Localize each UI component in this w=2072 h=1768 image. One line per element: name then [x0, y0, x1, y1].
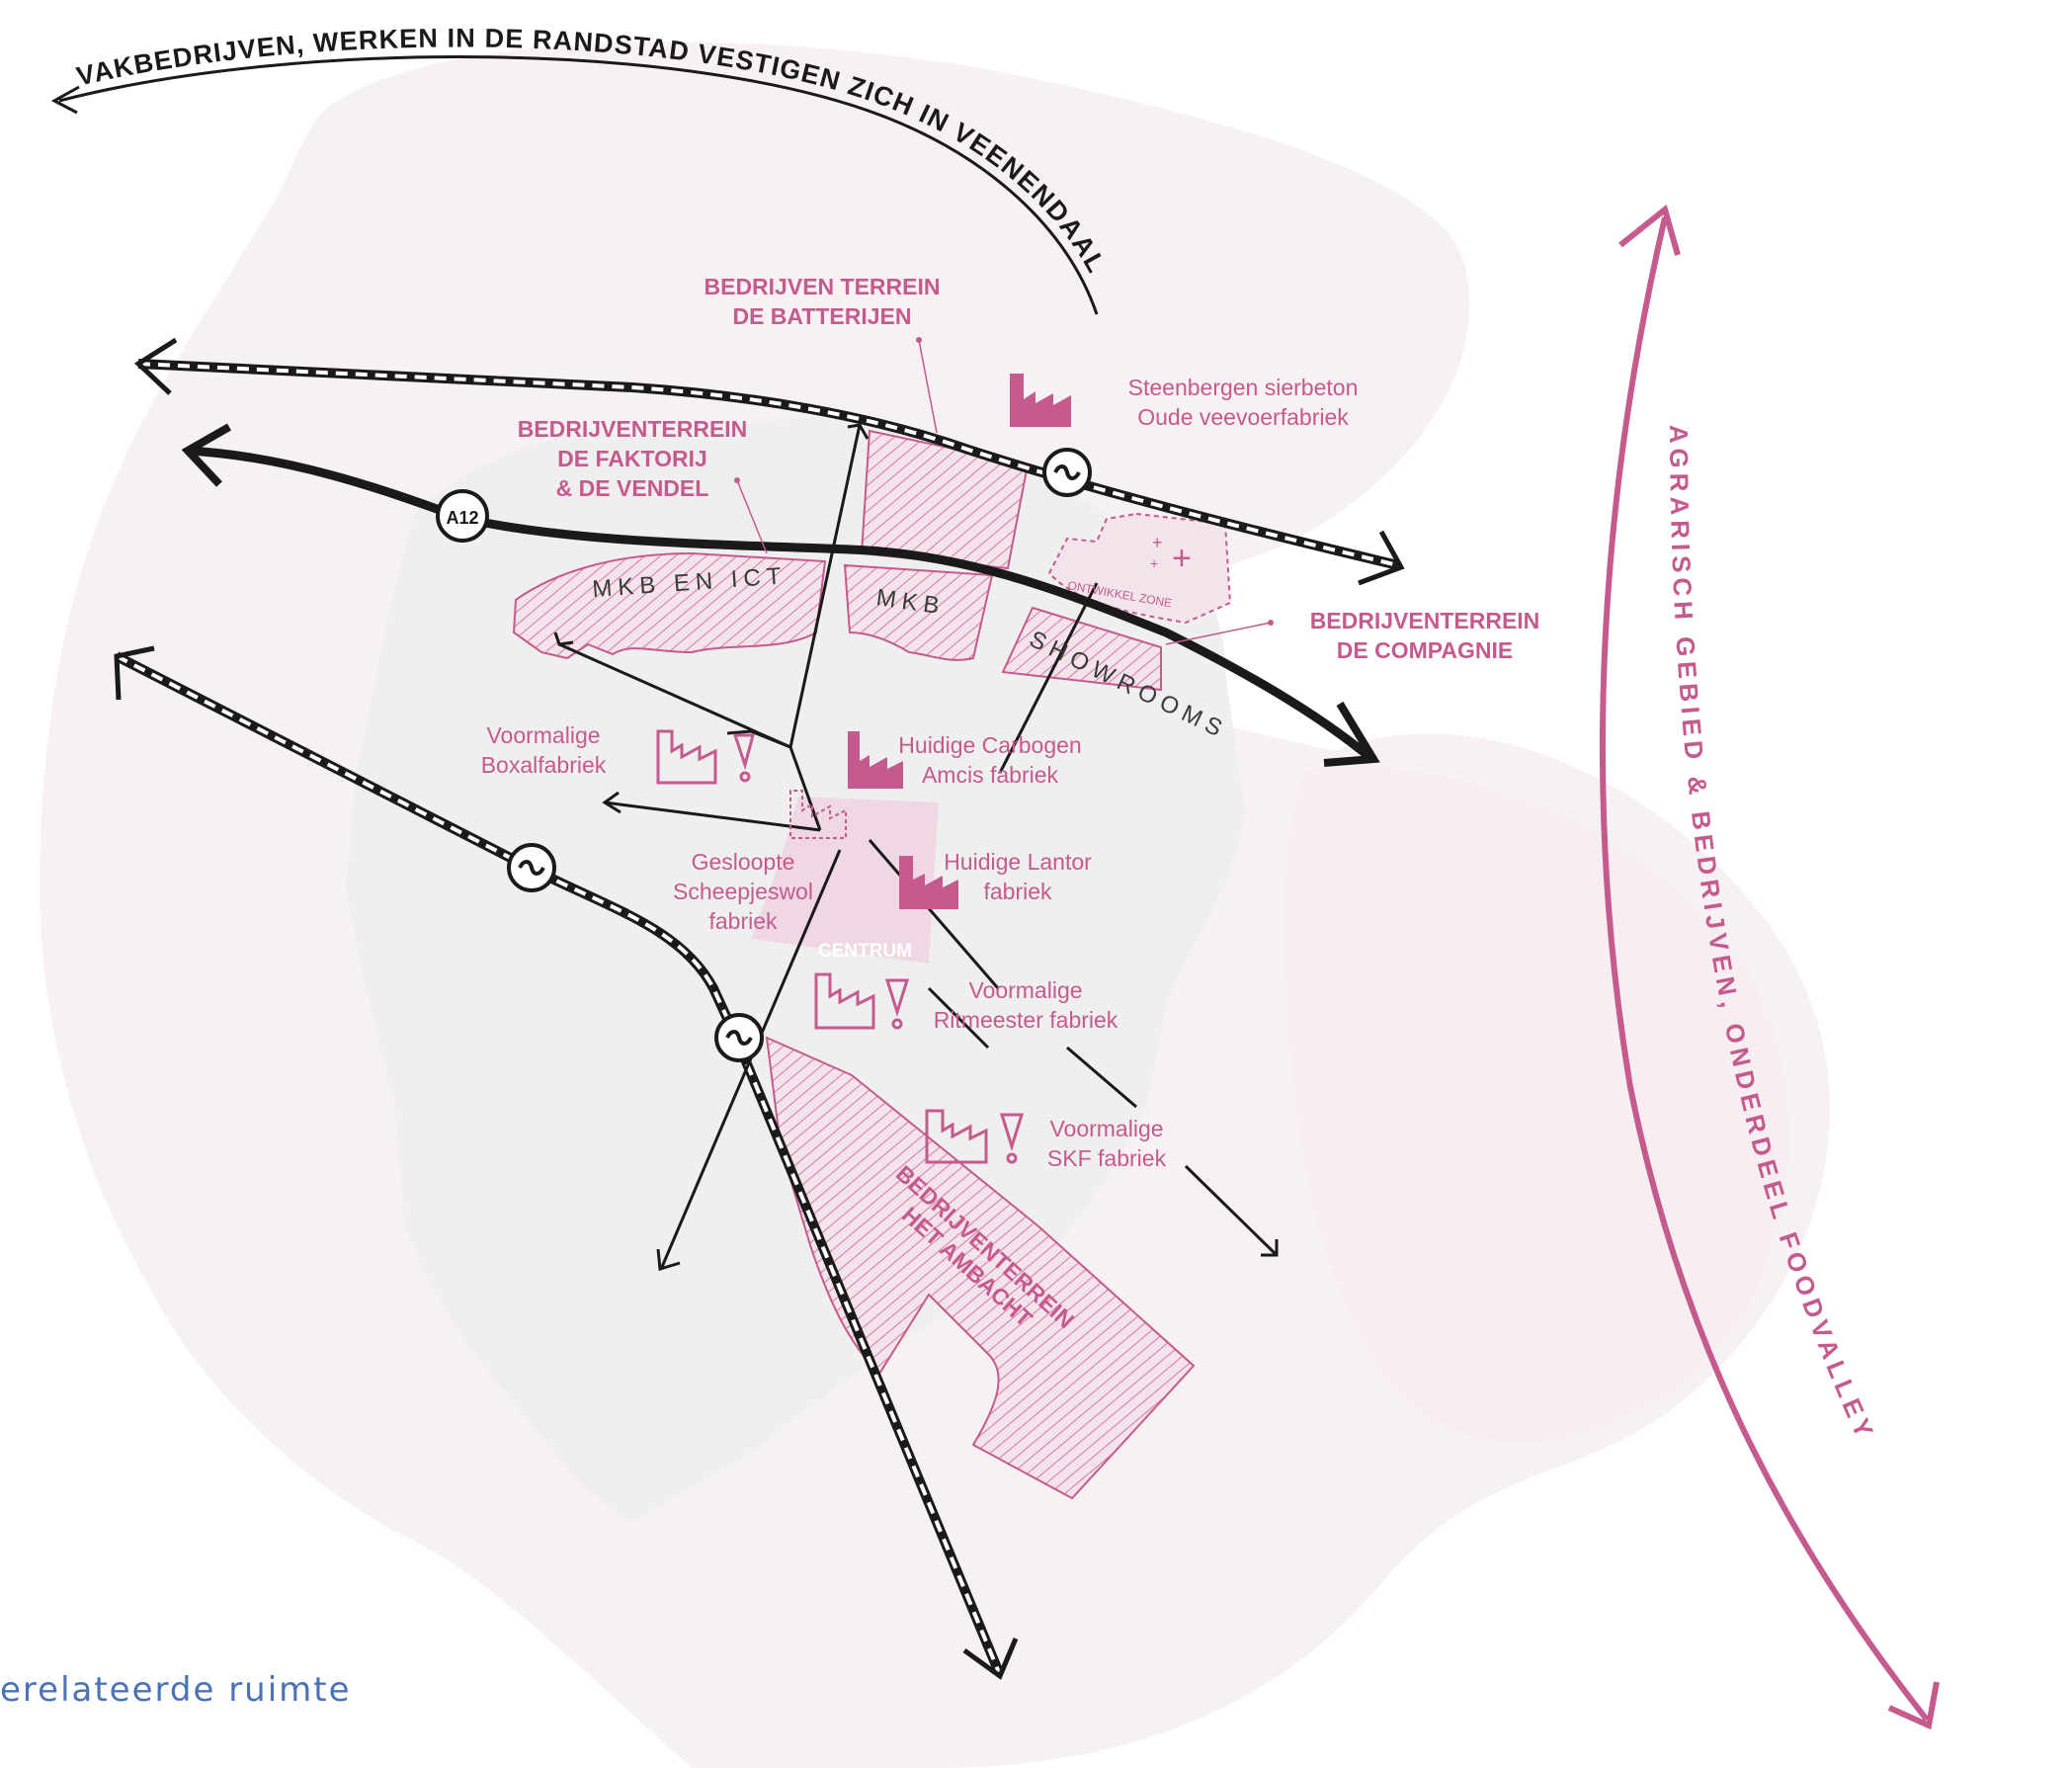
station-icons [507, 448, 1092, 1062]
svg-text:Gesloopte: Gesloopte [692, 849, 795, 875]
a12-shield: A12 [436, 489, 489, 543]
zone-label-centrum: CENTRUM [818, 941, 912, 962]
leader-dots [734, 337, 1274, 626]
svg-text:Huidige Carbogen: Huidige Carbogen [898, 732, 1081, 758]
label-faktorij: BEDRIJVENTERREIN DE FAKTORIJ & DE VENDEL [518, 416, 748, 501]
svg-text:Boxalfabriek: Boxalfabriek [481, 752, 607, 778]
factory-icon-ritmeester [814, 972, 910, 1030]
svg-text:Ritmeester fabriek: Ritmeester fabriek [934, 1007, 1119, 1033]
footer-caption: erelateerde ruimte [0, 1670, 352, 1710]
svg-text:+: + [1150, 555, 1158, 571]
svg-text:DE FAKTORIJ: DE FAKTORIJ [557, 446, 707, 471]
factory-icon-lantor [899, 856, 958, 909]
label-carbogen: Huidige Carbogen Amcis fabriek [898, 732, 1081, 788]
factory-icon-carbogen [848, 731, 903, 789]
svg-text:+: + [1172, 540, 1192, 577]
svg-text:BEDRIJVENTERREIN: BEDRIJVENTERREIN [1310, 608, 1540, 633]
zone-mkb-ict [512, 551, 827, 660]
svg-text:Huidige Lantor: Huidige Lantor [944, 849, 1092, 875]
train-station-icon-west [507, 843, 556, 892]
label-lantor: Huidige Lantor fabriek [944, 849, 1092, 904]
zone-centrum [751, 797, 939, 964]
svg-text:Oude veevoerfabriek: Oude veevoerfabriek [1137, 404, 1349, 430]
svg-text:Voormalige: Voormalige [968, 977, 1082, 1003]
svg-text:fabriek: fabriek [983, 879, 1052, 904]
svg-text:DE COMPAGNIE: DE COMPAGNIE [1337, 637, 1513, 663]
railways [114, 337, 1405, 1680]
label-scheepjeswol: Gesloopte Scheepjeswol fabriek [673, 849, 813, 934]
svg-text:fabriek: fabriek [708, 908, 778, 934]
label-steenbergen: Steenbergen sierbeton Oude veevoerfabrie… [1128, 375, 1359, 430]
factory-icon-steenbergen [1010, 374, 1071, 427]
zone-showrooms [1001, 606, 1162, 692]
label-boxal: Voormalige Boxalfabriek [481, 722, 607, 778]
label-compagnie: BEDRIJVENTERREIN DE COMPAGNIE [1310, 608, 1540, 663]
svg-text:& DE VENDEL: & DE VENDEL [556, 475, 709, 501]
factory-icon-scheepjeswol [789, 790, 847, 839]
svg-text:BEDRIJVEN TERREIN: BEDRIJVEN TERREIN [704, 274, 941, 299]
svg-text:BEDRIJVENTERREIN: BEDRIJVENTERREIN [518, 416, 748, 442]
factory-icon-boxal [656, 729, 755, 785]
plus-icons: + + + [1150, 533, 1192, 577]
terrain-areas [512, 429, 1232, 1500]
svg-text:Scheepjeswol: Scheepjeswol [673, 879, 813, 904]
highway-a12 [181, 423, 1380, 767]
train-station-icon-north [1042, 448, 1092, 497]
svg-text:Voormalige: Voormalige [1049, 1116, 1163, 1141]
factory-icons [656, 374, 1071, 1164]
svg-text:DE BATTERIJEN: DE BATTERIJEN [732, 303, 911, 329]
train-station-icon-south [714, 1013, 764, 1062]
zone-het-ambacht [765, 1036, 1196, 1500]
svg-text:Steenbergen sierbeton: Steenbergen sierbeton [1128, 375, 1359, 400]
svg-text:SKF fabriek: SKF fabriek [1047, 1145, 1167, 1171]
svg-text:Voormalige: Voormalige [486, 722, 600, 748]
railway-southwest [114, 645, 1019, 1680]
label-ritmeester: Voormalige Ritmeester fabriek [934, 977, 1119, 1033]
zone-mkb [843, 563, 994, 661]
factory-icon-skf [925, 1109, 1025, 1164]
a12-label: A12 [446, 508, 478, 528]
label-skf: Voormalige SKF fabriek [1047, 1116, 1167, 1171]
railway-north [133, 337, 1405, 586]
svg-text:Amcis fabriek: Amcis fabriek [922, 762, 1059, 788]
svg-text:+: + [1152, 533, 1163, 552]
leader-lines [736, 339, 1272, 645]
label-batterijen: BEDRIJVEN TERREIN DE BATTERIJEN [704, 274, 941, 329]
